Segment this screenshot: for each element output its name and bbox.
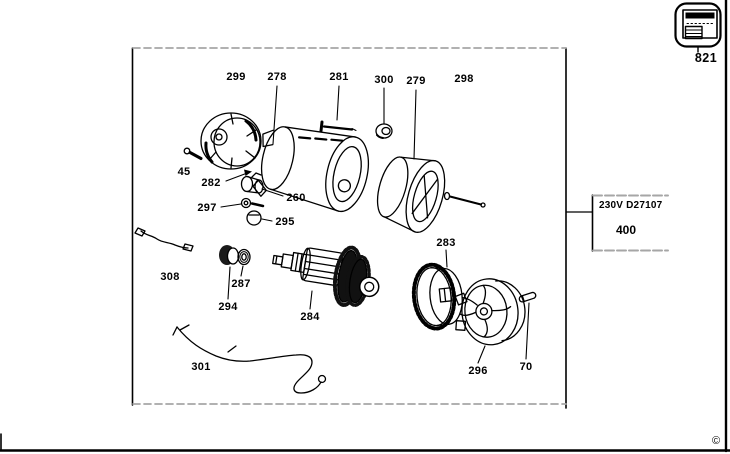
part-bearing-287	[238, 250, 250, 265]
reference-voltage-model[interactable]: 230V D27107	[599, 200, 663, 211]
callout-299: 299	[226, 71, 246, 83]
callout-260: 260	[286, 192, 306, 204]
thumbnail-label[interactable]: 821	[694, 51, 718, 65]
part-screw-45	[184, 148, 201, 158]
callout-296: 296	[468, 365, 488, 377]
part-field-278	[249, 117, 375, 219]
part-bushing-294	[219, 245, 239, 265]
part-end-housing-296	[451, 275, 528, 348]
motor-thumbnail-icon[interactable]	[676, 4, 721, 53]
part-nut-300	[376, 124, 392, 138]
part-armature-284	[268, 236, 384, 310]
callout-282-arrow	[226, 169, 252, 182]
callout-282: 282	[201, 177, 221, 189]
part-lead-wire-308	[135, 228, 193, 251]
callout-298: 298	[454, 73, 474, 85]
part-fan-baffle-299	[201, 113, 261, 169]
callout-281: 281	[329, 71, 349, 83]
part-cable-301	[173, 325, 326, 393]
callout-278: 278	[267, 71, 287, 83]
copyright-mark: ©	[711, 435, 721, 447]
reference-number[interactable]: 400	[615, 223, 637, 237]
callout-leader-lines	[221, 86, 529, 363]
part-field-279	[370, 148, 452, 237]
part-brush-cap-295	[247, 211, 261, 225]
part-screw-298	[445, 193, 486, 208]
callout-283: 283	[436, 237, 456, 249]
part-screw-297	[242, 199, 264, 208]
callout-295: 295	[275, 216, 295, 228]
part-pin-70	[519, 292, 537, 303]
part-screw-281	[321, 122, 356, 131]
callout-45: 45	[177, 166, 191, 178]
callout-294: 294	[218, 301, 238, 313]
viewport-box	[133, 48, 567, 408]
callout-301: 301	[191, 361, 211, 373]
callout-300: 300	[374, 74, 394, 86]
callout-308: 308	[160, 271, 180, 283]
callout-279: 279	[406, 75, 426, 87]
reference-box[interactable]	[566, 195, 668, 251]
callout-284: 284	[300, 311, 320, 323]
callout-297: 297	[197, 202, 217, 214]
callout-70: 70	[519, 361, 533, 373]
part-fan-283	[411, 262, 465, 331]
part-brush-holder-260	[242, 173, 264, 193]
callout-287: 287	[231, 278, 251, 290]
